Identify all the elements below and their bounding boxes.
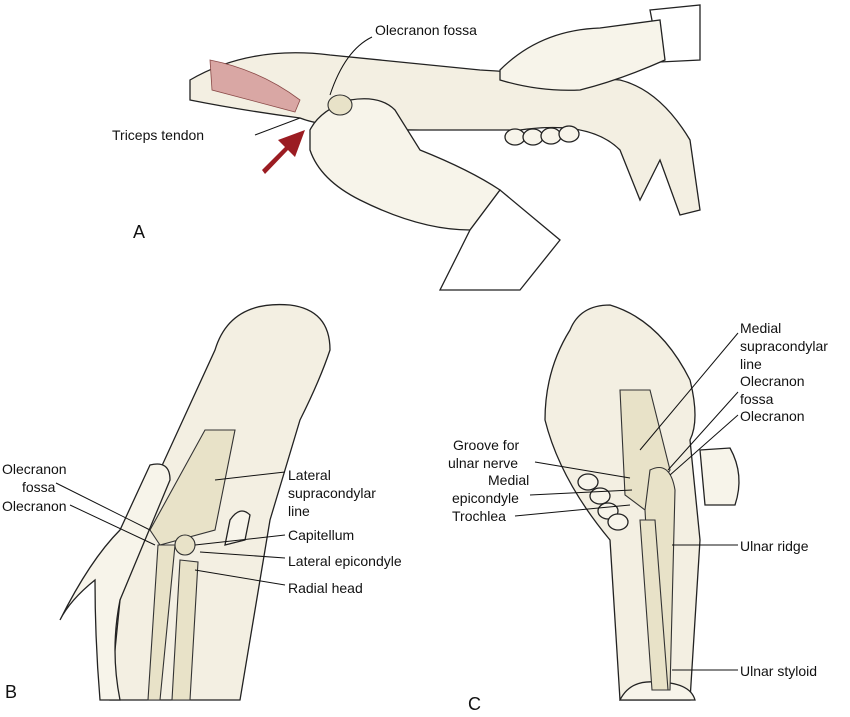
label-ulnar-styloid: Ulnar styloid <box>740 663 817 679</box>
label-olecranon-fossa-b-1: Olecranon <box>2 461 67 477</box>
label-medial-epicondyle-2: epicondyle <box>452 490 519 506</box>
label-lateral-supracondylar-3: line <box>288 503 310 519</box>
label-olecranon-c: Olecranon <box>740 408 805 424</box>
label-lateral-supracondylar-2: supracondylar <box>288 485 376 501</box>
label-ulnar-ridge: Ulnar ridge <box>740 538 809 554</box>
label-trochlea: Trochlea <box>452 508 506 524</box>
panel-letter-a: A <box>133 222 145 242</box>
label-groove-2: ulnar nerve <box>448 455 518 471</box>
capitellum-b <box>174 534 196 556</box>
panel-a-illustration <box>189 4 701 291</box>
label-lateral-epicondyle: Lateral epicondyle <box>288 553 402 569</box>
label-lateral-supracondylar-1: Lateral <box>288 467 331 483</box>
label-olecranon-fossa-c-1: Olecranon <box>740 373 805 389</box>
fingers <box>504 125 580 146</box>
radius-b <box>171 559 199 701</box>
label-olecranon-b: Olecranon <box>2 498 67 514</box>
label-medial-supracondylar-1: Medial <box>740 320 781 336</box>
label-medial-supracondylar-2: supracondylar <box>740 338 828 354</box>
label-groove-1: Groove for <box>453 437 519 453</box>
patient-arm <box>189 52 701 216</box>
ulna-b <box>147 544 176 701</box>
label-olecranon-fossa-c-2: fossa <box>740 391 774 407</box>
label-triceps-tendon: Triceps tendon <box>112 127 204 143</box>
olecranon-bone <box>327 94 353 116</box>
label-medial-supracondylar-3: line <box>740 356 762 372</box>
examiner-hand-top <box>499 19 666 91</box>
upper-arm-c <box>544 304 701 701</box>
label-capitellum: Capitellum <box>288 527 354 543</box>
label-radial-head: Radial head <box>288 580 363 596</box>
label-olecranon-fossa-b-2: fossa <box>22 479 56 495</box>
fingers-c <box>577 473 629 531</box>
wrist-c <box>699 447 740 506</box>
thumb-b <box>224 510 251 546</box>
panel-letter-b: B <box>5 682 17 702</box>
radius-c <box>639 519 669 691</box>
pointing-arrow <box>262 130 305 174</box>
panel-c-illustration <box>514 304 740 701</box>
label-medial-epicondyle-1: Medial <box>488 472 529 488</box>
panel-b-illustration <box>55 303 331 701</box>
label-olecranon-fossa-a: Olecranon fossa <box>375 22 477 38</box>
panel-letter-c: C <box>468 694 481 714</box>
triceps-muscle <box>209 59 301 113</box>
hand-b <box>59 463 171 701</box>
examiner-sleeve-left <box>438 189 561 291</box>
